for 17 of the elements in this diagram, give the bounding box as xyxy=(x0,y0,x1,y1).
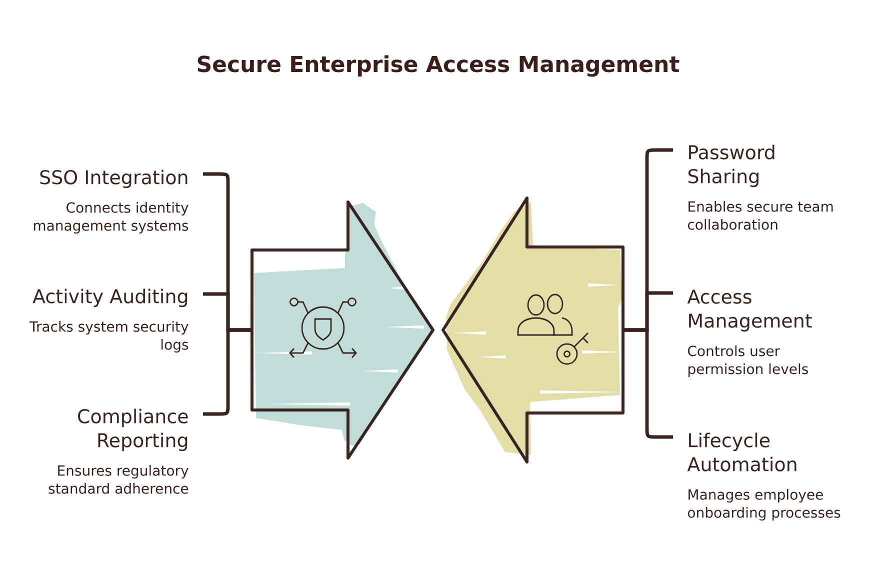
item-title: Compliance Reporting xyxy=(78,408,188,452)
item-description: Manages employee onboarding processes xyxy=(688,489,840,521)
arrow-shape xyxy=(442,196,624,464)
item-description: Ensures regulatory standard adherence xyxy=(48,465,188,494)
bracket-connector xyxy=(203,328,252,416)
arrow-shape xyxy=(250,200,434,460)
item-title: Lifecycle Automation xyxy=(687,432,796,472)
item-description: Enables secure team collaboration xyxy=(688,201,833,230)
item-title: Password Sharing xyxy=(688,144,774,188)
item-description: Tracks system security logs xyxy=(29,321,188,353)
item-title: Activity Auditing xyxy=(32,288,188,308)
title: Secure Enterprise Access Management xyxy=(198,55,680,77)
bracket-connector xyxy=(623,328,673,439)
item-title: SSO Integration xyxy=(40,170,188,188)
item-description: Connects identity management systems xyxy=(34,202,188,234)
item-description: Controls user permission levels xyxy=(688,345,808,377)
item-title: Access Management xyxy=(687,290,812,332)
